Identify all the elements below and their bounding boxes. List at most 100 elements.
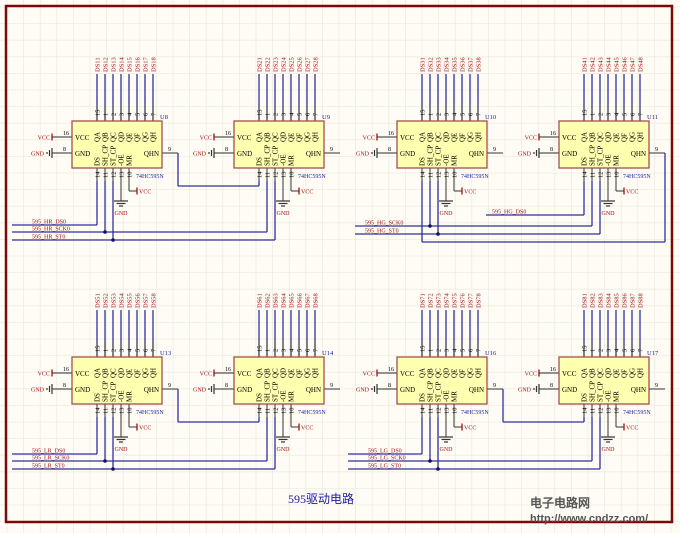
net-label-ds35: DS35 — [452, 57, 459, 72]
pin-number: 2 — [436, 113, 443, 116]
pin-number: 5 — [460, 113, 467, 116]
pin-name: -OE — [118, 154, 126, 166]
pin-name: VCC — [400, 370, 415, 378]
pin-number: 3 — [444, 113, 451, 116]
pin-name: QD — [443, 132, 451, 142]
pin-number: 10 — [452, 408, 459, 415]
vcc-label: VCC — [626, 426, 638, 432]
pin-name: QF — [134, 369, 142, 378]
pin-name: -OE — [280, 154, 288, 166]
pin-number: 10 — [614, 172, 621, 179]
pin-name: SH_CP — [264, 145, 272, 166]
pin-number: 9 — [655, 147, 658, 153]
pin-name: SH_CP — [589, 381, 597, 402]
pin-name: QG — [142, 368, 150, 378]
pin-number: 6 — [305, 348, 312, 352]
net-label-ds87: DS87 — [630, 292, 637, 308]
pin-number: 10 — [289, 172, 296, 179]
net-label-ds16: DS16 — [135, 56, 142, 72]
pin-name: QH — [637, 132, 645, 142]
pin-number: 9 — [168, 383, 171, 389]
pin-name: QH — [150, 368, 158, 378]
pin-name: QD — [605, 132, 613, 142]
net-label-595_hg_ds0: 595_HG_DS0 — [492, 210, 526, 216]
net-label-ds71: DS71 — [420, 293, 427, 308]
pin-number: 1 — [103, 349, 110, 352]
pin-number: 16 — [550, 367, 556, 373]
pin-name: QF — [296, 369, 304, 378]
pin-number: 6 — [143, 112, 150, 116]
gnd-label: GND — [356, 152, 370, 158]
net-label-ds68: DS68 — [313, 293, 320, 308]
pin-name: QA — [581, 368, 589, 378]
chip-part: 74HC595N — [623, 410, 651, 416]
chip-part: 74HC595N — [136, 410, 164, 416]
gnd-label: GND — [277, 211, 291, 217]
pin-name: QC — [110, 368, 118, 378]
net-label-ds77: DS77 — [468, 292, 475, 308]
watermark-name: 电子电路网 — [530, 496, 591, 510]
gnd-label: GND — [356, 388, 370, 394]
pin-name: -OE — [443, 154, 451, 166]
pin-name: QH — [312, 368, 320, 378]
vcc-label: VCC — [38, 136, 50, 142]
chip-part: 74HC595N — [298, 174, 326, 180]
pin-number: 8 — [63, 147, 66, 153]
vcc-label: VCC — [139, 190, 151, 196]
pin-name: QG — [304, 132, 312, 142]
pin-name: GND — [75, 150, 90, 158]
pin-name: QH — [475, 368, 483, 378]
pin-name: QHN — [631, 386, 646, 394]
net-label-ds45: DS45 — [614, 57, 621, 72]
pin-name: -OE — [280, 390, 288, 402]
pin-number: 6 — [630, 112, 637, 116]
pin-name: VCC — [562, 134, 577, 142]
pin-number: 9 — [493, 147, 496, 153]
vcc-label: VCC — [363, 136, 375, 142]
pin-number: 5 — [297, 113, 304, 116]
pin-name: QB — [589, 368, 597, 378]
pin-number: 3 — [606, 349, 613, 352]
pin-number: 6 — [468, 348, 475, 352]
pin-number: 6 — [305, 112, 312, 116]
pin-name: VCC — [75, 370, 90, 378]
pin-name: QC — [597, 368, 605, 378]
junction-dot — [428, 459, 432, 463]
pin-number: 5 — [135, 113, 142, 116]
pin-number: 16 — [63, 131, 69, 137]
gnd-label: GND — [31, 388, 45, 394]
pin-number: 16 — [388, 131, 394, 137]
pin-number: 9 — [493, 383, 496, 389]
pin-name: QA — [94, 368, 102, 378]
pin-number: 3 — [119, 113, 126, 116]
pin-number: 12 — [598, 172, 605, 179]
pin-number: 13 — [606, 172, 613, 179]
pin-name: QF — [621, 369, 629, 378]
vcc-label: VCC — [363, 372, 375, 378]
vcc-label: VCC — [200, 136, 212, 142]
net-label-ds46: DS46 — [622, 56, 629, 72]
pin-number: 7 — [313, 348, 320, 352]
pin-name: QC — [435, 132, 443, 142]
pin-number: 11 — [103, 172, 110, 178]
net-label-ds13: DS13 — [111, 57, 118, 72]
net-label-ds14: DS14 — [119, 56, 126, 72]
pin-number: 7 — [151, 348, 158, 352]
gnd-label: GND — [115, 447, 129, 453]
pin-name: MR — [451, 391, 459, 402]
net-label-595_lg_ds0: 595_LG_DS0 — [368, 449, 402, 455]
gnd-label: GND — [277, 447, 291, 453]
pin-name: ST_CP — [435, 382, 443, 402]
junction-dot — [103, 459, 107, 463]
pin-number: 7 — [313, 112, 320, 116]
pin-number: 15 — [582, 346, 589, 353]
pin-number: 10 — [614, 408, 621, 415]
pin-number: 16 — [388, 367, 394, 373]
gnd-label: GND — [602, 447, 616, 453]
net-label-ds73: DS73 — [436, 293, 443, 308]
pin-name: QA — [256, 368, 264, 378]
chip-part: 74HC595N — [461, 174, 489, 180]
net-label-ds53: DS53 — [111, 293, 118, 308]
pin-name: MR — [613, 155, 621, 166]
gnd-label: GND — [440, 211, 454, 217]
